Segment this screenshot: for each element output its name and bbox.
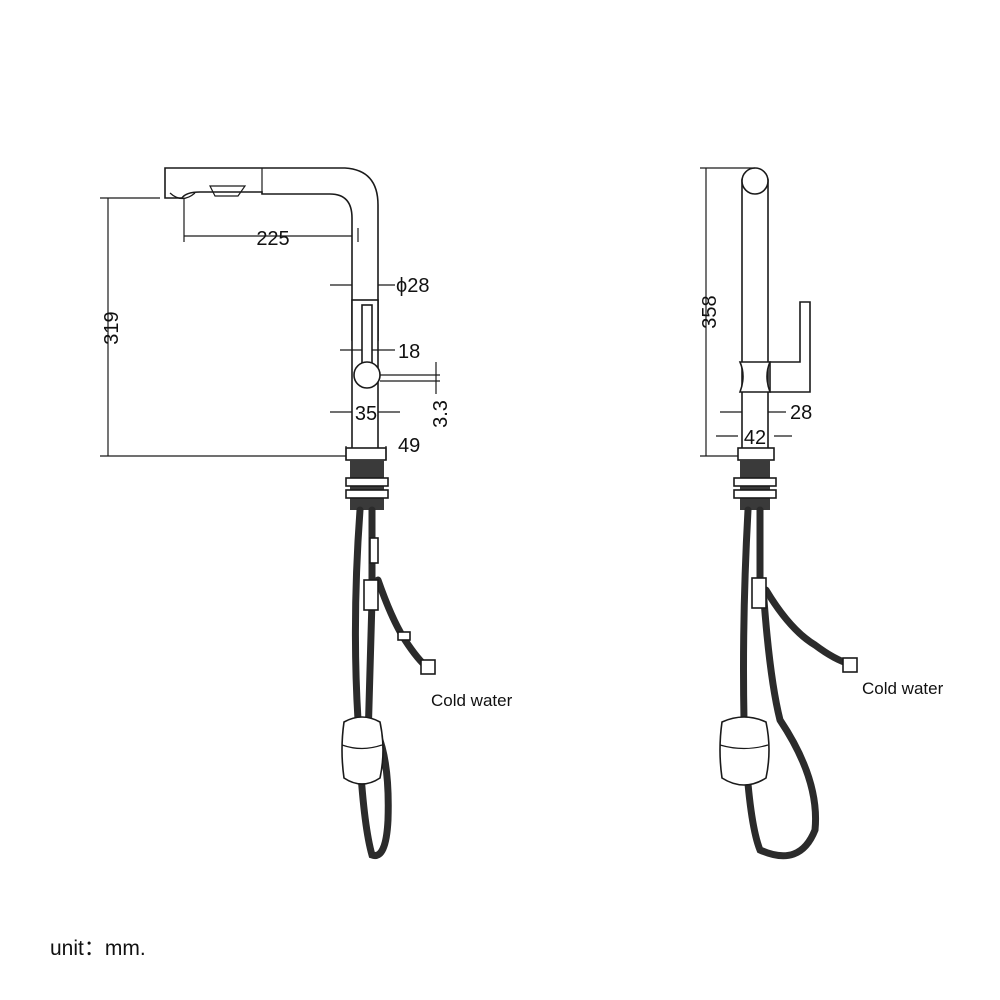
front-dim-handle-width: 18 bbox=[398, 341, 420, 363]
side-handle-hub bbox=[738, 361, 772, 393]
side-pullout-hose bbox=[740, 506, 820, 860]
front-handle-knob bbox=[353, 361, 381, 389]
unit-note: unit：mm. bbox=[50, 937, 146, 960]
side-label-cold-water: Cold water bbox=[862, 679, 944, 698]
side-hose-weight bbox=[719, 716, 770, 786]
front-dim-handle-offset: 3.3 bbox=[430, 400, 452, 428]
front-dim-base-diameter: 49 bbox=[398, 435, 420, 457]
front-spout bbox=[164, 167, 379, 341]
front-dim-height: 319 bbox=[101, 311, 123, 344]
side-dim-base-diameter: 42 bbox=[744, 427, 766, 449]
side-handle-lever bbox=[769, 301, 811, 393]
front-dim-reach: 225 bbox=[256, 228, 289, 250]
front-label-cold-water: Cold water bbox=[431, 691, 513, 710]
front-dim-body-diameter: 35 bbox=[355, 403, 377, 425]
side-base bbox=[737, 447, 775, 461]
side-body bbox=[741, 179, 769, 451]
side-cold-water-connector bbox=[842, 657, 858, 673]
front-hose-weight bbox=[341, 716, 384, 785]
front-view: 319 225 ϕ28 18 3.3 35 49 Cold water bbox=[100, 167, 513, 860]
front-pullout-hose bbox=[351, 506, 392, 860]
front-handle bbox=[361, 304, 373, 366]
front-cold-water-connector bbox=[420, 659, 436, 675]
side-spout-head bbox=[741, 167, 769, 195]
front-dim-spout-diameter: ϕ28 bbox=[396, 275, 429, 297]
side-dim-handle-width: 28 bbox=[790, 402, 812, 424]
side-dim-height: 358 bbox=[699, 295, 721, 328]
side-view: 358 28 42 Cold water bbox=[699, 167, 944, 860]
front-base bbox=[345, 447, 387, 461]
